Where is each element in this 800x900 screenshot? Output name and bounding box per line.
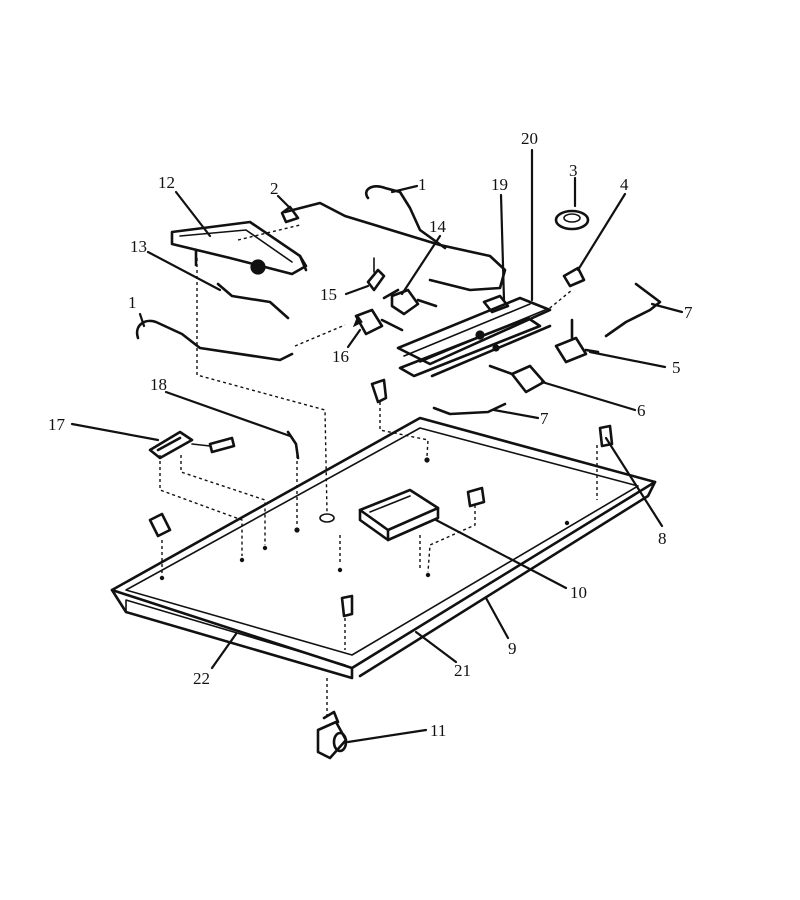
callout-17: 17 — [48, 415, 66, 434]
callout-8: 8 — [658, 529, 667, 548]
callout-7-lower: 7 — [540, 409, 549, 428]
callout-1-upper: 1 — [418, 175, 427, 194]
callout-18: 18 — [150, 375, 167, 394]
callout-22: 22 — [193, 669, 210, 688]
callout-19: 19 — [491, 175, 508, 194]
callout-16: 16 — [332, 347, 349, 366]
part-15-clip — [366, 257, 386, 292]
part-5-valve — [554, 318, 600, 364]
tray-holes — [159, 457, 570, 581]
part-14-valve — [382, 288, 438, 316]
assembly-lines — [159, 224, 598, 718]
part-6-valve — [488, 364, 546, 394]
callout-15: 15 — [320, 285, 337, 304]
part-4-clip — [562, 266, 586, 288]
callout-11: 11 — [430, 721, 446, 740]
callout-3: 3 — [569, 161, 578, 180]
callout-12: 12 — [158, 173, 175, 192]
callout-21: 21 — [454, 661, 471, 680]
part-20-rail-end — [482, 294, 510, 314]
part-12-bracket — [170, 220, 308, 276]
part-1-lower-tube — [135, 319, 294, 362]
part-16-valve — [352, 308, 404, 336]
callout-20: 20 — [521, 129, 538, 148]
tray-clips — [148, 378, 614, 618]
callout-13: 13 — [130, 237, 147, 256]
part-13-tube — [216, 282, 290, 320]
part-1-upper-tube — [364, 185, 447, 250]
leader-lines — [70, 148, 684, 744]
part-3-grommet — [554, 209, 590, 231]
callout-10: 10 — [570, 583, 587, 602]
part-2-gas-tube — [280, 201, 507, 292]
callout-5: 5 — [672, 358, 681, 377]
part-11-regulator — [316, 710, 348, 760]
part-7-lower-tube — [432, 402, 507, 416]
part-10-spark-module — [358, 488, 440, 542]
part-17-bracket — [148, 430, 236, 460]
callout-4: 4 — [620, 175, 629, 194]
callout-1-lower: 1 — [128, 293, 137, 312]
callout-2: 2 — [270, 179, 279, 198]
callout-9: 9 — [508, 639, 517, 658]
callout-labels: 12 2 1 20 19 3 4 14 13 15 7 1 16 5 18 6 … — [48, 129, 693, 740]
callout-7-upper: 7 — [684, 303, 693, 322]
part-7-upper-tube — [604, 282, 662, 338]
cooktop-tray — [110, 416, 657, 680]
callout-14: 14 — [429, 217, 447, 236]
part-19-manifold — [396, 296, 552, 378]
callout-6: 6 — [637, 401, 646, 420]
